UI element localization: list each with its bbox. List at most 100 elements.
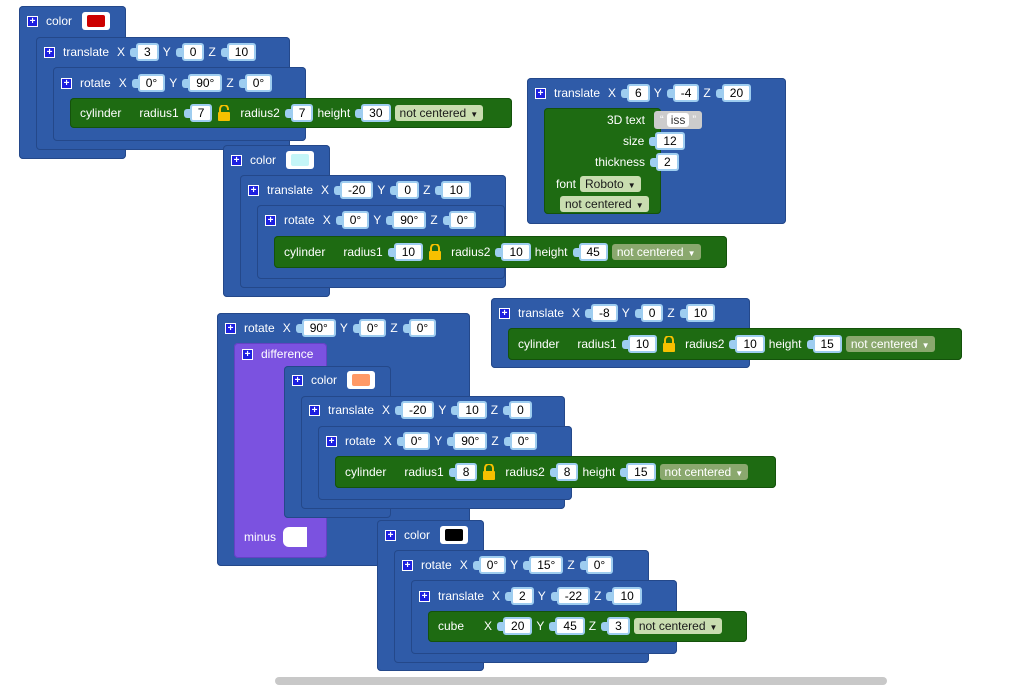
cube-z-field[interactable]: 3	[601, 617, 630, 635]
expand-plus-icon[interactable]: +	[385, 529, 396, 541]
font-dropdown[interactable]: Roboto▼	[580, 176, 641, 192]
color-swatch[interactable]	[286, 151, 315, 169]
radius1-field[interactable]: 7	[183, 104, 213, 122]
translate-z-field[interactable]: 10	[435, 181, 471, 199]
translate-x-field[interactable]: -8	[585, 304, 618, 322]
rotate-y-field[interactable]: 90°	[386, 211, 427, 229]
rotate-z-field[interactable]: 0°	[579, 556, 614, 574]
radius1-field[interactable]: 10	[387, 243, 424, 261]
translate-z-field[interactable]: 10	[606, 587, 642, 605]
expand-plus-icon[interactable]: +	[248, 184, 259, 196]
color-swatch[interactable]	[440, 526, 469, 544]
rotate-z-field[interactable]: 0°	[442, 211, 477, 229]
radius1-field[interactable]: 10	[621, 335, 658, 353]
rotate-y-field[interactable]: 15°	[523, 556, 564, 574]
cube-y-field[interactable]: 45	[549, 617, 585, 635]
translate-z-field[interactable]: 20	[715, 84, 752, 102]
x-label: X	[118, 76, 127, 90]
center-dropdown[interactable]: not centered▼	[845, 336, 935, 352]
height-field[interactable]: 30	[355, 104, 391, 122]
translate-y-field[interactable]: 0	[634, 304, 664, 322]
translate-y-field[interactable]: -22	[550, 587, 591, 605]
translate-z-field[interactable]: 10	[220, 43, 257, 61]
z-label: Z	[430, 213, 438, 227]
lock-icon[interactable]	[482, 464, 496, 480]
thickness-field[interactable]: 2	[650, 153, 679, 171]
expand-plus-icon[interactable]: +	[499, 307, 510, 319]
rotate-x-field[interactable]: 0°	[335, 211, 370, 229]
expand-plus-icon[interactable]: +	[292, 374, 303, 386]
y-label: Y	[169, 76, 178, 90]
size-label: size	[623, 134, 645, 148]
translate-z-field[interactable]: 0	[503, 401, 532, 419]
height-field[interactable]: 45	[572, 243, 608, 261]
center-dropdown[interactable]: not centered▼	[560, 196, 649, 212]
expand-plus-icon[interactable]: +	[535, 87, 546, 99]
rotate-x-field[interactable]: 90°	[295, 319, 336, 337]
color-swatch[interactable]	[82, 12, 111, 30]
rotate-label: rotate	[284, 213, 315, 227]
text-string-field[interactable]: “iss”	[654, 111, 703, 129]
expand-plus-icon[interactable]: +	[419, 590, 430, 602]
expand-plus-icon[interactable]: +	[231, 154, 242, 166]
translate-x-field[interactable]: -20	[394, 401, 435, 419]
lock-icon[interactable]	[428, 244, 442, 260]
center-dropdown[interactable]: not centered▼	[633, 618, 723, 634]
x-label: X	[459, 558, 468, 572]
lock-icon[interactable]	[662, 336, 676, 352]
rotate-label: rotate	[244, 321, 275, 335]
rotate-y-field[interactable]: 0°	[352, 319, 387, 337]
height-field[interactable]: 15	[620, 463, 656, 481]
rotate-z-field[interactable]: 0°	[238, 74, 273, 92]
rotate-z-field[interactable]: 0°	[402, 319, 437, 337]
y-label: Y	[653, 86, 662, 100]
rotate-x-field[interactable]: 0°	[131, 74, 166, 92]
center-dropdown[interactable]: not centered▼	[394, 105, 484, 121]
translate-x-field[interactable]: 6	[621, 84, 650, 102]
radius1-field[interactable]: 8	[448, 463, 478, 481]
size-field[interactable]: 12	[649, 132, 685, 150]
translate-y-field[interactable]: 0	[175, 43, 205, 61]
expand-plus-icon[interactable]: +	[44, 46, 55, 58]
color-swatch[interactable]	[347, 371, 376, 389]
expand-plus-icon[interactable]: +	[225, 322, 236, 334]
expand-plus-icon[interactable]: +	[309, 404, 320, 416]
rotate-y-field[interactable]: 90°	[447, 432, 488, 450]
color-label: color	[46, 14, 73, 28]
expand-plus-icon[interactable]: +	[61, 77, 72, 89]
rotate-y-field[interactable]: 90°	[182, 74, 223, 92]
radius2-field[interactable]: 7	[284, 104, 314, 122]
radius1-label: radius1	[577, 337, 617, 351]
minus-slot[interactable]	[283, 527, 307, 547]
z-label: Z	[390, 321, 398, 335]
expand-plus-icon[interactable]: +	[326, 435, 337, 447]
expand-plus-icon[interactable]: +	[27, 15, 38, 27]
height-label: height	[317, 106, 351, 120]
rotate-x-field[interactable]: 0°	[472, 556, 507, 574]
radius2-field[interactable]: 8	[549, 463, 579, 481]
center-dropdown[interactable]: not centered▼	[611, 244, 701, 260]
height-field[interactable]: 15	[806, 335, 842, 353]
cube-x-field[interactable]: 20	[496, 617, 533, 635]
center-dropdown[interactable]: not centered▼	[659, 464, 749, 480]
translate-x-field[interactable]: -20	[333, 181, 374, 199]
translate-y-field[interactable]: -4	[666, 84, 700, 102]
lock-icon[interactable]	[217, 105, 231, 121]
rotate-z-field[interactable]: 0°	[503, 432, 538, 450]
expand-plus-icon[interactable]: +	[265, 214, 276, 226]
translate-y-field[interactable]: 10	[451, 401, 487, 419]
translate-x-field[interactable]: 3	[130, 43, 159, 61]
translate-x-field[interactable]: 2	[505, 587, 534, 605]
expand-plus-icon[interactable]: +	[402, 559, 413, 571]
expand-plus-icon[interactable]: +	[242, 348, 253, 360]
rotate-x-field[interactable]: 0°	[396, 432, 431, 450]
cylinder-label: cylinder	[80, 106, 122, 120]
x-label: X	[608, 86, 617, 100]
rotate-label: rotate	[80, 76, 111, 90]
z-label: Z	[703, 86, 711, 100]
translate-y-field[interactable]: 0	[390, 181, 420, 199]
radius2-field[interactable]: 10	[729, 335, 765, 353]
radius2-field[interactable]: 10	[495, 243, 531, 261]
translate-z-field[interactable]: 10	[679, 304, 716, 322]
horizontal-scrollbar[interactable]	[275, 677, 887, 685]
